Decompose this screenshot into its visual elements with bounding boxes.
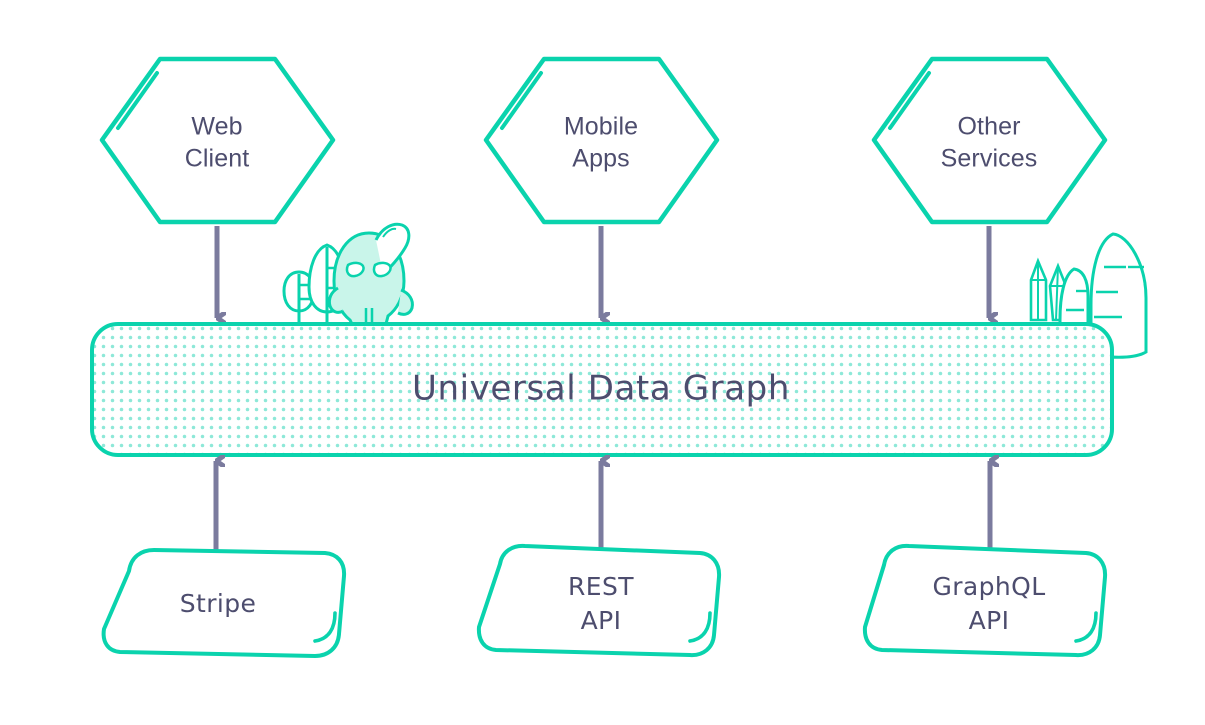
- consumer-node-mobile-apps[interactable]: Mobile Apps: [483, 56, 720, 225]
- creature-feet: [364, 308, 374, 324]
- consumer-node-other-services[interactable]: Other Services: [871, 56, 1108, 225]
- hexagon-accent-line: [500, 71, 543, 130]
- source-label-line1: Stripe: [180, 589, 257, 618]
- source-label-line2: API: [969, 606, 1010, 635]
- rock-tall: [1089, 232, 1148, 359]
- creature-right-eye: [372, 261, 392, 278]
- arrows-up-group: [213, 461, 990, 553]
- source-box-accent-arc: [688, 611, 712, 643]
- decoration-alien-creature: [327, 222, 414, 326]
- hexagon-outline: [99, 56, 336, 225]
- arrows-down-group: [214, 226, 989, 318]
- universal-data-graph-bar[interactable]: Universal Data Graph: [90, 322, 1114, 457]
- consumer-label-line2: Client: [185, 145, 250, 173]
- consumer-label-line1: Web: [191, 113, 242, 141]
- source-node-stripe[interactable]: Stripe: [101, 548, 347, 658]
- creature-right-arm: [397, 288, 414, 316]
- creature-left-arm: [327, 286, 344, 314]
- source-label-line1: GraphQL: [932, 572, 1045, 601]
- consumer-node-web-client[interactable]: Web Client: [99, 56, 336, 225]
- consumer-label-line2: Services: [941, 145, 1038, 173]
- source-box-outline: [476, 543, 722, 658]
- source-box-outline: [862, 543, 1108, 658]
- source-label-line2: API: [581, 606, 622, 635]
- decoration-crystal-cluster: [1029, 257, 1068, 322]
- creature-crest-highlight: [382, 227, 397, 238]
- consumer-label-line2: Apps: [572, 145, 629, 173]
- source-box-accent-arc: [313, 611, 337, 643]
- source-label-line1: REST: [568, 572, 634, 601]
- hexagon-outline: [871, 56, 1108, 225]
- source-box-accent-arc: [1074, 611, 1098, 643]
- decoration-rock-formation: [1058, 232, 1148, 359]
- hexagon-accent-line: [888, 71, 931, 130]
- source-box-outline: [101, 548, 347, 658]
- consumer-label-line1: Mobile: [564, 113, 638, 141]
- universal-data-graph-title: Universal Data Graph: [412, 369, 790, 409]
- rock-small: [1058, 267, 1090, 329]
- source-node-rest-api[interactable]: REST API: [476, 543, 722, 658]
- creature-left-eye: [345, 261, 365, 278]
- crystal-right-facet: [1055, 265, 1059, 321]
- bar-dot-pattern: [92, 324, 1112, 455]
- consumer-label-line1: Other: [957, 113, 1020, 141]
- source-node-graphql-api[interactable]: GraphQL API: [862, 543, 1108, 658]
- hexagon-outline: [483, 56, 720, 225]
- hexagon-accent-line: [116, 71, 159, 130]
